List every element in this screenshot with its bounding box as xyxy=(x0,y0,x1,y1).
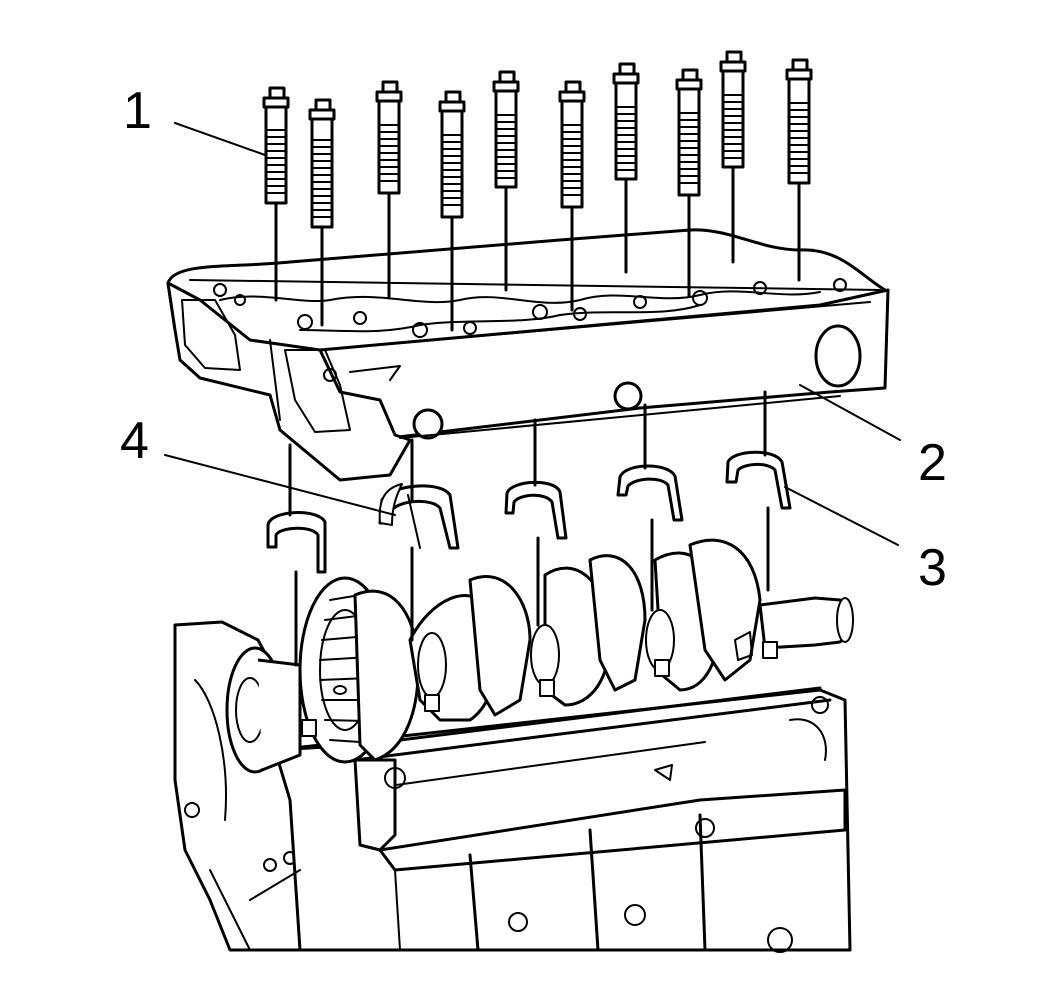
bolt-10 xyxy=(785,58,813,282)
engine-block xyxy=(173,620,852,953)
bolt-4 xyxy=(438,90,466,332)
callout-1: 1 xyxy=(123,82,266,156)
bearing-shell-2-thrust xyxy=(378,483,460,550)
bearing-shell-4 xyxy=(616,464,684,522)
callout-2: 2 xyxy=(799,384,947,492)
main-bearing-shells xyxy=(266,450,792,574)
bolt-7 xyxy=(612,62,640,274)
bolt-1 xyxy=(262,86,290,302)
callout-4: 4 xyxy=(120,412,396,516)
bolt-9 xyxy=(719,50,747,264)
callout-3-label: 3 xyxy=(918,539,947,597)
crankshaft xyxy=(225,538,854,774)
callout-2-label: 2 xyxy=(918,434,947,492)
bolt-5 xyxy=(492,70,520,292)
bolt-6 xyxy=(558,80,586,312)
callout-4-label: 4 xyxy=(120,412,149,470)
bolt-set xyxy=(262,50,813,332)
callout-1-label: 1 xyxy=(123,82,152,140)
bolt-8 xyxy=(675,68,703,298)
bearing-cap-frame xyxy=(166,228,890,482)
bolt-2 xyxy=(308,98,336,327)
bearing-shell-1 xyxy=(266,511,327,574)
alignment-lines xyxy=(288,390,770,667)
bolt-3 xyxy=(375,80,403,300)
bearing-shell-3 xyxy=(504,480,568,540)
bearing-shell-5 xyxy=(725,450,792,510)
callout-3: 3 xyxy=(784,486,947,597)
